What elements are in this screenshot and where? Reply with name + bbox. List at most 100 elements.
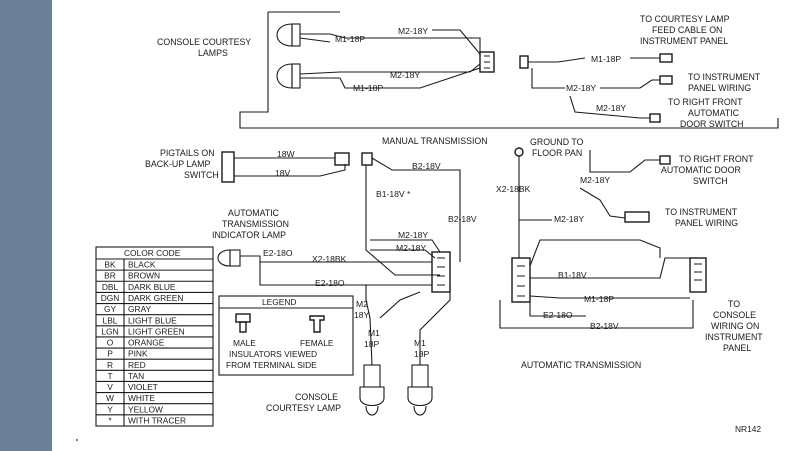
wire-label-e2-18o-lamp: E2-18O — [263, 248, 293, 258]
label-rf-door-right-2: AUTOMATIC DOOR — [661, 165, 741, 175]
label-instr-wiring-top-1: TO INSTRUMENT — [688, 72, 761, 82]
color-code-meaning: LIGHT GREEN — [128, 326, 185, 336]
label-rf-door-right-3: SWITCH — [693, 176, 728, 186]
color-code-meaning: DARK GREEN — [128, 293, 183, 303]
wire-label-m2-18y-mid: M2-18Y — [390, 70, 420, 80]
wire-label-m1-18p-right: M1-18P — [591, 54, 621, 64]
color-code-abbrev: O — [107, 338, 114, 348]
legend-male-label: MALE — [233, 338, 256, 348]
wire-label-18y: 18Y — [354, 310, 370, 320]
color-code-title: COLOR CODE — [124, 248, 181, 258]
label-console-courtesy-lamps-2: LAMPS — [198, 48, 228, 58]
console-lamp-left-bulb — [359, 386, 385, 407]
center-connector-pins — [437, 257, 445, 286]
wire-e2-18o-auto — [529, 302, 586, 317]
legend-female-label: FEMALE — [300, 338, 334, 348]
color-code-meaning: TAN — [128, 371, 144, 381]
color-code-meaning: DARK BLUE — [128, 282, 176, 292]
console-lamp-right-bulb — [407, 386, 433, 407]
label-pigtails-3: SWITCH — [184, 170, 219, 180]
wire-label-m2-18y-auto-1: M2-18Y — [580, 175, 610, 185]
wire-label-m1-18p-mid: M1-18P — [353, 83, 383, 93]
color-code-meaning: ORANGE — [128, 338, 165, 348]
color-code-abbrev: LGN — [101, 326, 118, 336]
wire-b1-18v-auto — [530, 257, 690, 279]
label-console-lamp-1: CONSOLE — [295, 392, 338, 402]
color-code-abbrev: BK — [104, 260, 116, 270]
center-connector — [431, 251, 451, 293]
connector-door-top — [649, 113, 661, 123]
color-code-abbrev: R — [107, 360, 113, 370]
harness-outline-wire — [239, 12, 779, 129]
color-code-meaning: VIOLET — [128, 382, 158, 392]
label-ground-floor-1: GROUND TO — [530, 137, 584, 147]
console-courtesy-lamps-section: M2-18Y M1-18P M2-18Y M1-18P CONSOLE COUR… — [157, 11, 779, 129]
color-code-abbrev: GY — [104, 304, 117, 314]
ground-terminal — [514, 147, 524, 157]
label-pigtails-2: BACK-UP LAMP — [145, 159, 210, 169]
color-code-abbrev: V — [107, 382, 113, 392]
top-connector-pins — [484, 55, 490, 69]
connector-m1-right-top — [519, 55, 529, 69]
wire-label-m1-18p-auto: M1-18P — [584, 294, 614, 304]
color-code-abbrev: LBL — [103, 315, 118, 325]
wire-to-door-top — [569, 95, 650, 119]
connector-instr-top — [659, 75, 673, 85]
wire-label-m1-18p-top: M1-18P — [335, 34, 365, 44]
wire-b1-18v-manual — [365, 165, 440, 276]
wire-m2-right-branch — [531, 68, 565, 89]
auto-trans-connector-pins — [517, 265, 525, 297]
wire-cross-m2 — [379, 291, 421, 319]
console-lamp-left-base — [363, 364, 381, 388]
wire-label-m2-18y-right-2: M2-18Y — [596, 103, 626, 113]
courtesy-lamp-2 — [276, 63, 293, 89]
color-code-meaning: BROWN — [128, 271, 160, 281]
label-auto-trans-lamp-3: INDICATOR LAMP — [212, 230, 286, 240]
label-rf-door-top-1: TO RIGHT FRONT — [668, 97, 743, 107]
wire-m1-18p-auto — [529, 295, 690, 299]
automatic-transmission-section: GROUND TO FLOOR PAN X2-18BK B2-18V E2-18… — [496, 137, 763, 370]
wire-label-m2-18y-center-2: M2-18Y — [396, 243, 426, 253]
left-margin-bar — [0, 0, 52, 451]
color-code-abbrev: Y — [107, 404, 113, 414]
label-console-wiring-5: PANEL — [723, 343, 751, 353]
label-auto-trans-lamp-2: TRANSMISSION — [222, 219, 289, 229]
wire-m2-top — [432, 29, 481, 55]
wire-m1-lamp2 — [300, 67, 481, 89]
label-courtesy-feed-3: INSTRUMENT PANEL — [640, 36, 728, 46]
legend-note-1: INSULATORS VIEWED — [229, 349, 317, 359]
wire-m1-lamp1 — [300, 33, 481, 55]
wire-label-m2-18y-auto-2: M2-18Y — [554, 214, 584, 224]
console-wiring-connector — [689, 257, 707, 293]
wire-label-18v: 18V — [275, 168, 291, 178]
wire-label-x2-18bk-ground: X2-18BK — [496, 184, 531, 194]
connector-courtesy-feed — [659, 53, 673, 63]
legend-title: LEGEND — [262, 297, 296, 307]
label-ground-floor-2: FLOOR PAN — [532, 148, 582, 158]
color-code-meaning: BLACK — [128, 260, 156, 270]
label-rf-door-top-3: DOOR SWITCH — [680, 119, 744, 129]
legend-note-2: FROM TERMINAL SIDE — [226, 360, 317, 370]
wire-label-x2-18bk-center: X2-18BK — [312, 254, 347, 264]
color-code-abbrev: DGN — [101, 293, 120, 303]
label-console-wiring-1: TO — [728, 299, 740, 309]
label-automatic-transmission: AUTOMATIC TRANSMISSION — [521, 360, 641, 370]
wire-label-b2-18v-vert: B2-18V — [448, 214, 477, 224]
wire-label-b2-18v-manual: B2-18V — [412, 161, 441, 171]
legend-box: LEGEND MALE FEMALE INSULATORS VIEWED FRO… — [218, 295, 354, 376]
figure-code: NR142 — [735, 424, 761, 434]
wire-b2-18v-manual — [371, 157, 461, 262]
color-code-abbrev: T — [107, 371, 112, 381]
color-code-abbrev: * — [108, 415, 112, 425]
color-code-abbrev: DBL — [102, 282, 119, 292]
color-code-meaning: RED — [128, 360, 146, 370]
wire-label-e2-18o-center: E2-18O — [315, 278, 345, 288]
label-console-wiring-2: CONSOLE — [713, 310, 756, 320]
wire-label-b1-18v-auto: B1-18V — [558, 270, 587, 280]
label-courtesy-feed-2: FEED CABLE ON — [652, 25, 722, 35]
wire-to-door-right — [589, 150, 660, 173]
wire-m1-right-lamp — [419, 285, 451, 365]
pigtail-connector-2 — [361, 152, 373, 166]
wire-label-18p-right: 18P — [414, 349, 430, 359]
